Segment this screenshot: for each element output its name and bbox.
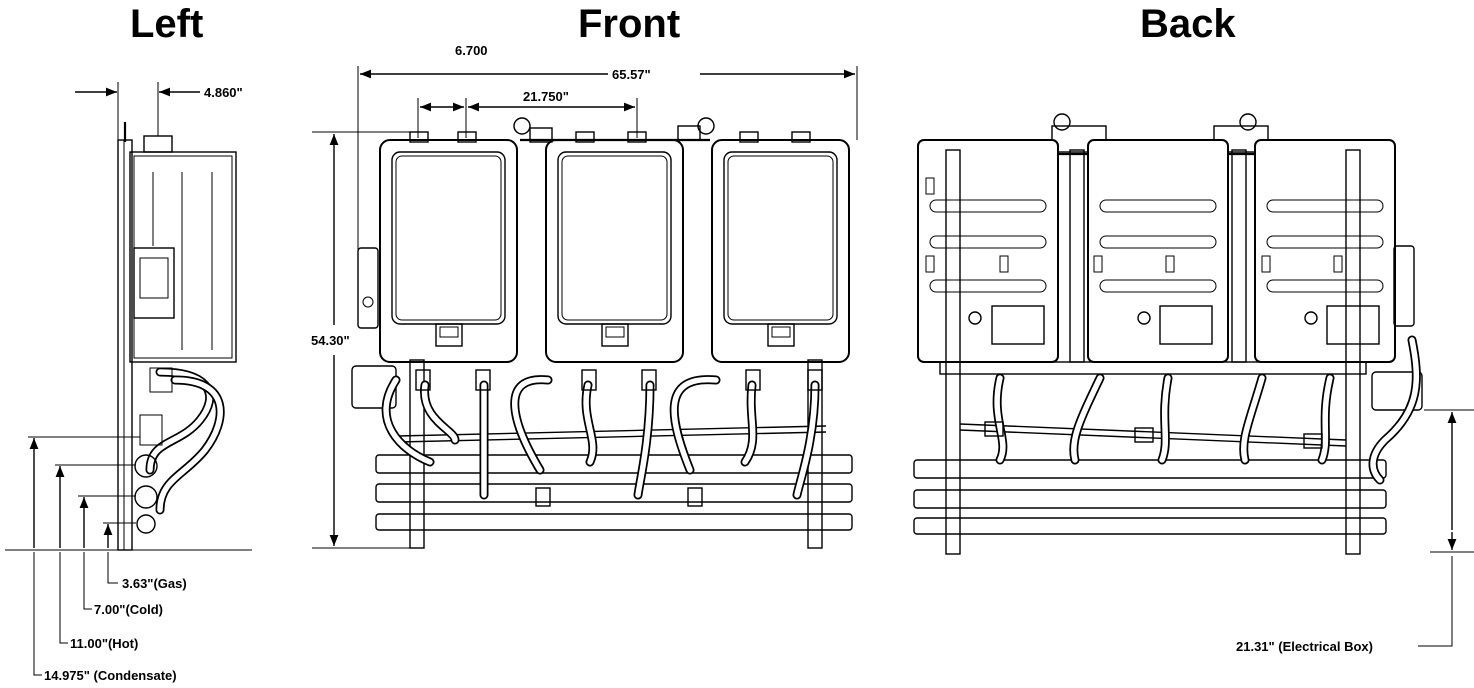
heater-unit-3	[711, 131, 850, 363]
dim-54-30: 54.30"	[311, 333, 350, 348]
dim-6-700: 6.700	[455, 43, 488, 58]
dim-65-57: 65.57"	[612, 67, 651, 82]
front-view: 65.57" 6.700 21.750" 54.30"	[311, 43, 858, 549]
heater-unit-2	[545, 131, 684, 363]
dim-gas: 3.63"(Gas)	[122, 576, 187, 591]
dim-cold: 7.00"(Cold)	[94, 602, 163, 617]
dim-electrical-box: 21.31" (Electrical Box)	[1236, 639, 1373, 654]
back-panel-2	[1087, 139, 1229, 363]
back-panel-1	[917, 139, 1059, 363]
back-panel-3	[1254, 139, 1396, 363]
dim-4860: 4.860"	[204, 85, 243, 100]
left-side-view: 4.860" 3.63"(Gas) 7.00"(Cold) 11.00"(Hot…	[5, 82, 252, 683]
front-view-title: Front	[578, 2, 681, 46]
left-view-title: Left	[130, 2, 204, 46]
back-view-title: Back	[1140, 2, 1236, 46]
dim-condensate: 14.975" (Condensate)	[44, 668, 177, 683]
dim-21-750: 21.750"	[523, 89, 569, 104]
heater-unit-1	[379, 131, 518, 363]
back-view: 21.31" (Electrical Box)	[913, 113, 1474, 654]
dim-hot: 11.00"(Hot)	[70, 636, 138, 651]
